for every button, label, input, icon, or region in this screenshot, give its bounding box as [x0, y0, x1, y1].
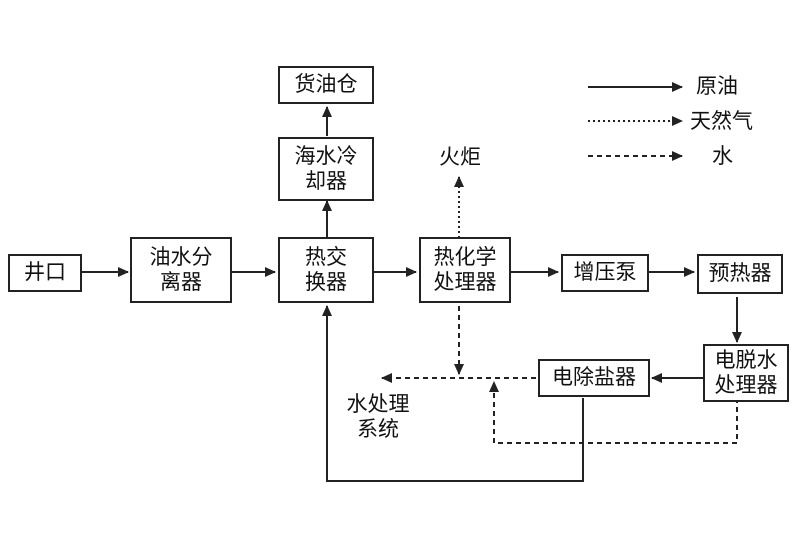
box-cargo-tank: 货油仓	[278, 66, 374, 104]
box-seawater-cooler: 海水冷 却器	[278, 137, 374, 201]
box-booster-pump: 增压泵	[561, 254, 649, 292]
box-thermochemical-treater: 热化学 处理器	[419, 237, 511, 303]
label-flare: 火炬	[439, 145, 481, 169]
legend-label-crude-oil: 原油	[696, 74, 738, 98]
water-flow-dehydrator-to-main	[489, 381, 738, 444]
legend-label-natural-gas: 天然气	[690, 109, 753, 133]
box-electric-desalter: 电除盐器	[538, 359, 650, 397]
label-water-treatment: 水处理 系统	[346, 392, 410, 442]
legend-label-water: 水	[712, 144, 733, 168]
box-preheater: 预热器	[697, 254, 783, 294]
box-wellhead: 井口	[8, 254, 82, 292]
box-oil-water-separator: 油水分 离器	[130, 237, 232, 303]
box-electric-dehydrator: 电脱水 处理器	[703, 344, 789, 402]
flow-desalter-return-to-heat-exchanger	[322, 305, 584, 482]
box-heat-exchanger: 热交 换器	[278, 237, 374, 303]
